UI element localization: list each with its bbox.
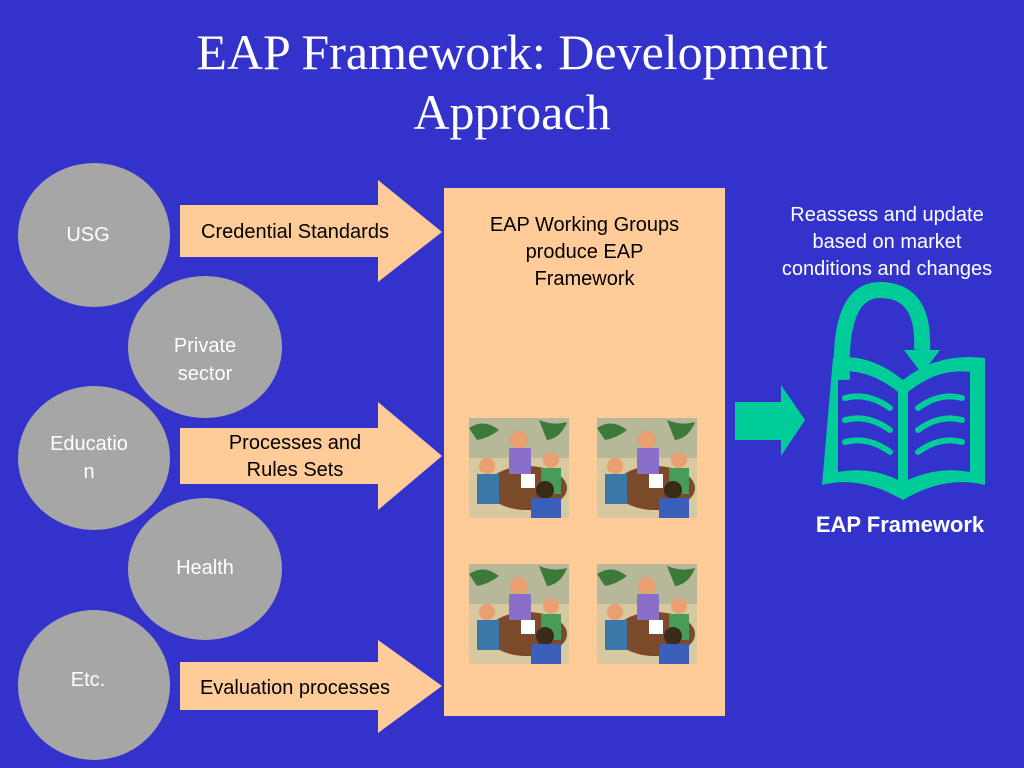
stakeholder-etc: Etc. xyxy=(18,610,170,760)
stakeholder-private-sector: Private sector xyxy=(128,276,282,418)
feedback-text: Reassess and update based on market cond… xyxy=(764,202,1010,283)
working-groups-line-3: Framework xyxy=(534,268,635,290)
slide-title: EAP Framework: Development Approach xyxy=(0,22,1024,142)
feedback-line-3: conditions and changes xyxy=(781,258,993,280)
stakeholder-private-sector-line-2: sector xyxy=(177,363,233,385)
working-groups-panel: EAP Working Groups produce EAP Framework xyxy=(444,188,725,716)
meeting-clipart-icon xyxy=(469,564,569,664)
working-groups-line-1: EAP Working Groups xyxy=(489,214,680,236)
stakeholder-usg-label: USG xyxy=(66,224,110,246)
input-arrow-credential-standards xyxy=(180,180,442,282)
output-label: EAP Framework xyxy=(815,512,985,537)
stakeholder-private-sector-line-1: Private xyxy=(173,335,237,357)
title-line-2: Approach xyxy=(413,84,611,140)
working-groups-line-2: produce EAP xyxy=(525,241,644,263)
stakeholder-health: Health xyxy=(128,498,282,640)
input-label-evaluation-text: Evaluation processes xyxy=(199,677,391,699)
input-arrow-processes xyxy=(180,402,442,510)
right-arrow-icon xyxy=(735,385,805,456)
meeting-clipart-icon xyxy=(597,564,697,664)
stakeholder-education: Educatio n xyxy=(18,386,170,530)
stakeholder-education-line-2: n xyxy=(83,461,95,483)
input-label-processes: Processes and Rules Sets xyxy=(180,430,410,484)
input-label-credential-standards: Credential Standards xyxy=(180,219,410,246)
feedback-line-2: based on market xyxy=(812,231,962,253)
feedback-line-1: Reassess and update xyxy=(790,204,984,226)
meeting-clipart-icon xyxy=(469,418,569,518)
title-line-1: EAP Framework: Development xyxy=(196,24,828,80)
input-label-credential-standards-text: Credential Standards xyxy=(201,221,389,243)
input-arrow-evaluation xyxy=(180,640,442,733)
stakeholder-etc-label: Etc. xyxy=(70,669,106,691)
stakeholder-health-label: Health xyxy=(176,557,234,579)
input-label-processes-line-1: Processes and xyxy=(228,432,362,454)
working-groups-text: EAP Working Groups produce EAP Framework xyxy=(444,212,725,293)
open-book-icon xyxy=(822,356,985,500)
input-label-evaluation: Evaluation processes xyxy=(180,675,410,702)
input-label-processes-line-2: Rules Sets xyxy=(246,459,344,481)
stakeholder-education-line-1: Educatio xyxy=(50,433,128,455)
curved-arrow-icon xyxy=(833,281,940,381)
meeting-clipart-icon xyxy=(597,418,697,518)
stakeholder-usg: USG xyxy=(18,163,170,307)
